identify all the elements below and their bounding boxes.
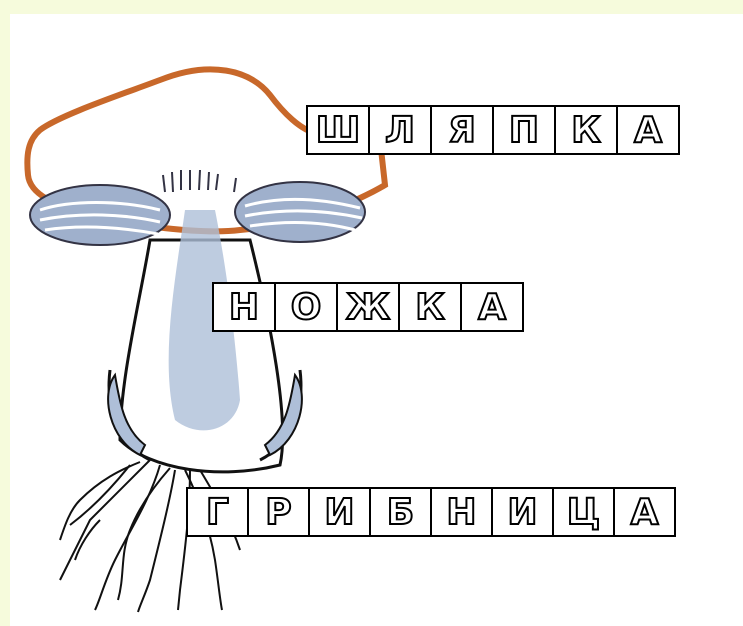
letter-cell: Ц	[554, 489, 613, 535]
letter-cell: К	[400, 284, 460, 330]
letter-cell: Ж	[338, 284, 398, 330]
letter-cell: П	[494, 107, 554, 153]
letter-cell: Н	[214, 284, 274, 330]
letter-cell: А	[615, 489, 674, 535]
letter-cell: И	[310, 489, 369, 535]
letter-cell: Л	[370, 107, 430, 153]
letter-cell: Ш	[308, 107, 368, 153]
label-cap: Ш Л Я П К А	[306, 105, 680, 155]
letter-cell: Я	[432, 107, 492, 153]
letter-cell: И	[493, 489, 552, 535]
label-stem: Н О Ж К А	[212, 282, 524, 332]
letter-cell: Р	[249, 489, 308, 535]
letter-cell: Н	[432, 489, 491, 535]
letter-cell: Г	[188, 489, 247, 535]
letter-cell: О	[276, 284, 336, 330]
label-mycelium: Г Р И Б Н И Ц А	[186, 487, 676, 537]
letter-cell: А	[618, 107, 678, 153]
letter-cell: Б	[371, 489, 430, 535]
letter-cell: К	[556, 107, 616, 153]
letter-cell: А	[462, 284, 522, 330]
